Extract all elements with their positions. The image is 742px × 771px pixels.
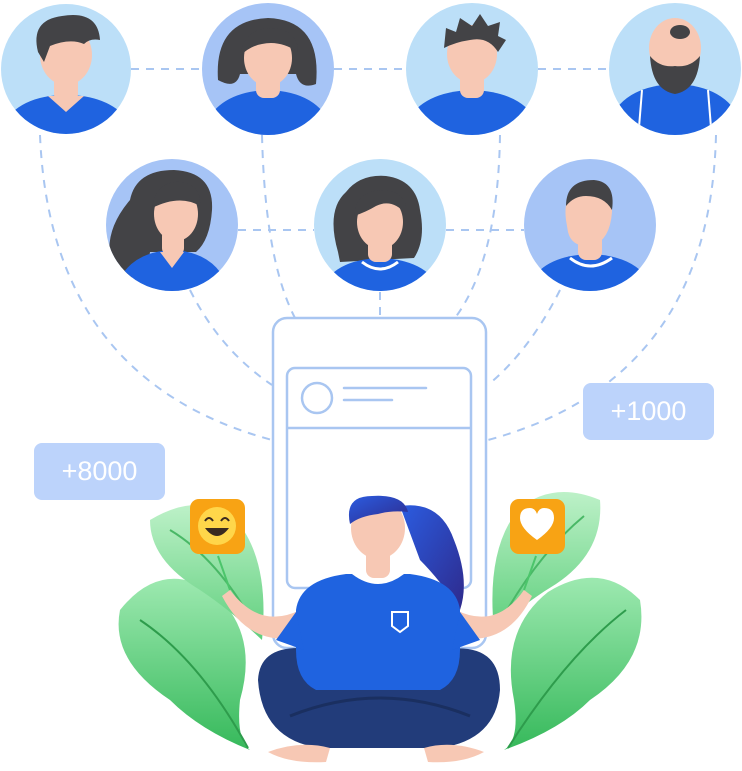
reaction-stem-left: [217, 555, 231, 591]
connector-lines: [39, 68, 717, 441]
avatar-man-spiky-hair: [406, 3, 538, 135]
avatar-man-curly-hair: [1, 4, 131, 134]
avatar-man-beard: [609, 3, 741, 135]
counter-badge-left: +8000: [34, 443, 165, 500]
laughing-emoji-icon: [190, 499, 245, 554]
avatar-man-side-profile: [524, 159, 656, 291]
avatar-woman-bob-hair: [202, 3, 334, 135]
avatar-woman-wavy-hair: [314, 159, 446, 291]
counter-badge-right: +1000: [583, 383, 714, 440]
meditating-person: [222, 495, 532, 763]
heart-icon: [510, 499, 565, 554]
reaction-stem-right: [523, 555, 537, 591]
avatar-woman-long-hair: [106, 159, 238, 291]
